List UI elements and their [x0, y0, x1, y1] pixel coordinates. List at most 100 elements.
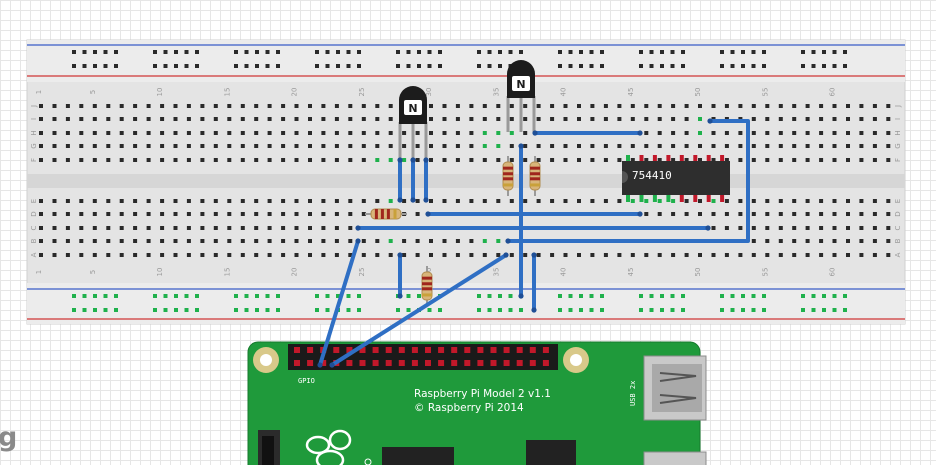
breadboard-hole	[160, 226, 165, 230]
breadboard-hole	[92, 131, 97, 135]
breadboard-hole	[886, 104, 891, 108]
breadboard-hole	[375, 131, 380, 135]
breadboard-hole	[509, 199, 514, 203]
breadboard-hole	[846, 226, 850, 230]
breadboard-hole	[92, 158, 97, 162]
breadboard-hole	[563, 199, 568, 203]
rail-hole	[276, 308, 280, 312]
breadboard-hole	[281, 212, 286, 216]
column-number: 1	[35, 270, 43, 274]
breadboard-hole	[39, 104, 43, 108]
breadboard-hole	[711, 144, 716, 148]
breadboard-hole	[240, 144, 245, 148]
breadboard-hole	[590, 104, 595, 108]
breadboard-hole	[872, 104, 877, 108]
jumper-wire	[506, 119, 750, 243]
breadboard-hole	[79, 158, 84, 162]
breadboard-hole	[79, 104, 84, 108]
breadboard-hole	[65, 144, 70, 148]
rail-hole	[741, 50, 745, 54]
rail-hole	[477, 50, 481, 54]
breadboard-hole	[173, 212, 178, 216]
breadboard-hole	[160, 253, 165, 257]
resistor	[365, 208, 407, 220]
chip-pin	[639, 155, 644, 163]
breadboard-hole	[846, 212, 850, 216]
chip-pin	[679, 155, 684, 163]
breadboard-hole	[509, 144, 514, 148]
breadboard-hole	[550, 144, 555, 148]
breadboard-hole	[308, 199, 312, 203]
gpio-pin	[477, 347, 484, 353]
rail-hole	[801, 50, 805, 54]
breadboard-hole	[886, 239, 891, 243]
rail-hole	[660, 50, 664, 54]
breadboard-hole	[886, 117, 891, 121]
breadboard-hole	[294, 239, 299, 243]
breadboard-hole	[698, 104, 702, 108]
breadboard-hole	[106, 239, 111, 243]
breadboard-hole	[630, 158, 635, 162]
breadboard-hole	[872, 144, 877, 148]
rail-hole	[498, 308, 502, 312]
breadboard-hole	[388, 131, 393, 135]
breadboard-hole	[509, 253, 514, 257]
breadboard-hole	[361, 199, 366, 203]
breadboard-hole	[805, 104, 810, 108]
rail-hole	[346, 294, 351, 298]
row-letter: F	[894, 158, 902, 162]
breadboard-hole	[334, 199, 339, 203]
breadboard-hole	[455, 158, 460, 162]
breadboard-hole	[321, 226, 326, 230]
column-number: 40	[560, 88, 568, 97]
breadboard-hole	[321, 131, 326, 135]
breadboard-hole	[254, 117, 259, 121]
breadboard-hole	[846, 104, 850, 108]
column-number: 5	[89, 90, 97, 94]
breadboard-hole	[106, 199, 111, 203]
breadboard-hole	[429, 131, 433, 135]
chip-pin	[706, 155, 711, 163]
breadboard-hole	[334, 144, 339, 148]
breadboard-hole	[886, 144, 891, 148]
breadboard-hole	[698, 158, 702, 162]
breadboard-hole	[173, 239, 178, 243]
gpio-pin	[307, 360, 314, 366]
column-number: 15	[223, 268, 231, 277]
breadboard-hole	[523, 158, 528, 162]
center-channel	[27, 174, 905, 188]
breadboard-hole	[482, 144, 487, 148]
breadboard-hole	[133, 144, 138, 148]
resistors	[365, 156, 541, 306]
breadboard-hole	[133, 239, 138, 243]
breadboard-hole	[455, 131, 460, 135]
chip-pin	[639, 194, 644, 202]
breadboard-hole	[455, 104, 460, 108]
breadboard-hole	[819, 239, 824, 243]
gpio-pin	[451, 360, 458, 366]
breadboard-hole	[267, 144, 272, 148]
breadboard-hole	[65, 199, 70, 203]
gpio-pin	[529, 347, 536, 353]
row-letter: H	[894, 130, 902, 135]
breadboard-hole	[173, 158, 178, 162]
breadboard-hole	[805, 158, 810, 162]
breadboard-hole	[671, 253, 676, 257]
breadboard-hole	[563, 253, 568, 257]
rail-hole	[255, 64, 259, 68]
gpio-label: GPIO	[298, 377, 315, 385]
breadboard-hole	[308, 104, 312, 108]
breadboard-hole	[375, 117, 380, 121]
breadboard-hole	[442, 239, 447, 243]
breadboard-hole	[415, 253, 420, 257]
rail-hole	[670, 50, 675, 54]
rail-hole	[114, 294, 118, 298]
rail-hole	[487, 50, 492, 54]
breadboard-hole	[630, 199, 635, 203]
breadboard-hole	[361, 158, 366, 162]
breadboard-hole	[577, 253, 581, 257]
breadboard-hole	[334, 104, 339, 108]
breadboard-hole	[213, 117, 218, 121]
breadboard-hole	[281, 199, 286, 203]
breadboard-hole	[577, 104, 581, 108]
